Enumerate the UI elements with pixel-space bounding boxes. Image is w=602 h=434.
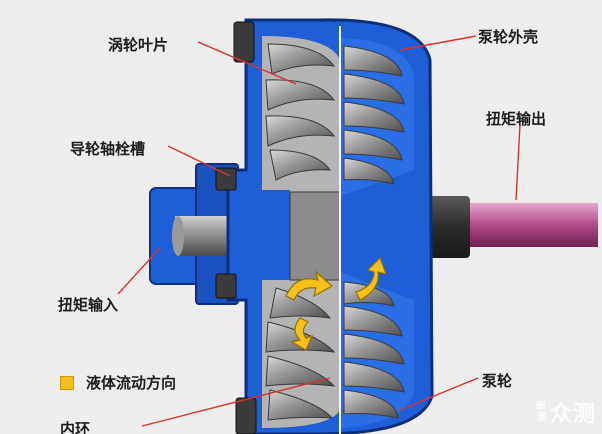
label-torque-input: 扭矩输入 [58, 296, 119, 314]
flow-arrows [285, 256, 387, 351]
label-stator-spline: 导轮轴栓槽 [70, 140, 146, 158]
label-fluid-direction: 液体流动方向 [86, 374, 177, 392]
label-torque-output: 扭矩输出 [486, 110, 547, 128]
watermark-big: 众测 [549, 402, 596, 427]
label-inner-ring: 内环 [60, 420, 91, 434]
label-pump-shell: 泵轮外壳 [478, 28, 539, 46]
pump-blades-bottom [343, 281, 405, 419]
flow-legend-swatch [60, 376, 74, 390]
turbine-blades-top [265, 43, 336, 181]
watermark-small: 新 浪 [536, 401, 546, 423]
watermark-small-bottom: 浪 [535, 412, 546, 423]
housing-bolts [215, 21, 257, 434]
input-shaft-end [172, 216, 184, 256]
label-turbine-blades: 涡轮叶片 [108, 36, 169, 54]
label-pump-wheel: 泵轮 [482, 372, 513, 390]
watermark-small-top: 新 [535, 401, 546, 412]
watermark: 新 浪 众测 [536, 396, 596, 428]
leader-lines [117, 35, 521, 427]
turbine-blades-bottom [265, 287, 336, 421]
pump-blades-top [343, 45, 405, 185]
stator-core [289, 191, 341, 281]
